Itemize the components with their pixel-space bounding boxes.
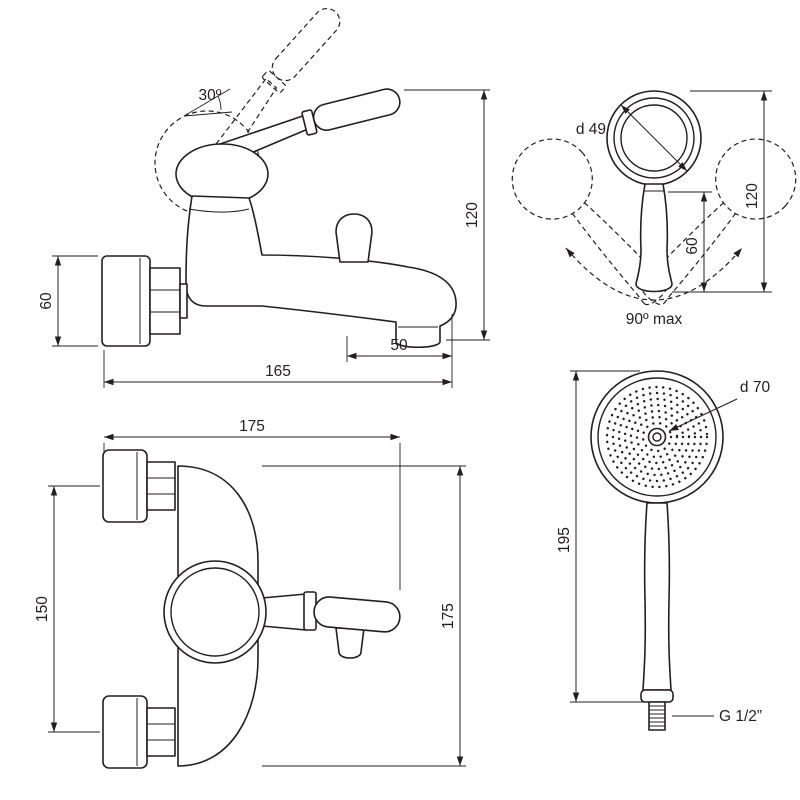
dim-handle-60: 60 bbox=[668, 191, 772, 293]
dim-flange-60: 60 bbox=[38, 255, 98, 347]
inlet-connector bbox=[179, 283, 188, 319]
shower-handle-front bbox=[642, 502, 672, 691]
wall-flange-bottom bbox=[102, 695, 148, 769]
swivel-arc-dashed bbox=[565, 247, 743, 301]
dim-label-overall-height: 175 bbox=[440, 603, 457, 629]
hex-nut-bottom bbox=[146, 707, 176, 757]
spray-hub bbox=[647, 427, 667, 447]
dim-label-thread: G 1/2” bbox=[719, 708, 762, 725]
handshower-face-view: d 70 195 G 1/2” bbox=[556, 370, 771, 731]
hex-nut-top bbox=[146, 461, 176, 511]
dim-label-handle-length: 60 bbox=[684, 237, 701, 255]
dim-label-head-diameter: d 49 bbox=[576, 121, 606, 138]
lever-boss-front bbox=[163, 560, 267, 664]
diverter-knob bbox=[335, 213, 373, 263]
lever-grip-front bbox=[313, 596, 401, 633]
dim-label-spout-outlet: 50 bbox=[390, 337, 408, 354]
dim-label-lever-angle: 30º bbox=[199, 87, 222, 104]
dim-label-overall-length: 120 bbox=[744, 183, 761, 209]
dim-label-overall-length: 195 bbox=[556, 527, 573, 553]
mixer-body-spout bbox=[185, 195, 457, 349]
handshower-handle bbox=[635, 183, 673, 293]
dim-label-overall-depth: 165 bbox=[265, 363, 291, 380]
dim-centres-150: 150 bbox=[34, 485, 100, 733]
dim-label-height: 120 bbox=[464, 202, 481, 228]
thread-connector bbox=[648, 701, 666, 731]
dim-length-120: 120 bbox=[690, 90, 772, 292]
dim-depth-165: 165 bbox=[103, 314, 453, 388]
body-seam bbox=[188, 208, 250, 213]
dim-label-swivel-range: 90º max bbox=[626, 311, 683, 328]
spout-front bbox=[335, 627, 365, 659]
wall-flange-top bbox=[102, 449, 148, 523]
spray-nozzle-pattern bbox=[605, 385, 709, 489]
dim-lever-angle: 30º bbox=[183, 87, 233, 117]
handshower-swivel-view: d 49 60 120 90º max bbox=[511, 90, 797, 328]
dim-label-wall-flange: 60 bbox=[38, 292, 55, 310]
dim-thread: G 1/2” bbox=[672, 708, 762, 725]
dim-head-diameter-70: d 70 bbox=[668, 379, 771, 432]
dim-head-diameter-49: d 49 bbox=[576, 104, 688, 172]
dim-label-mount-centres: 150 bbox=[34, 596, 51, 622]
hex-nut-side bbox=[149, 267, 181, 335]
dim-width-175: 175 bbox=[103, 418, 401, 590]
dim-label-head-diameter: d 70 bbox=[740, 379, 771, 396]
cartridge-dome bbox=[175, 143, 269, 205]
dim-spout-50: 50 bbox=[346, 336, 452, 362]
lever-arm-front bbox=[261, 593, 307, 631]
dim-length-195: 195 bbox=[556, 370, 645, 703]
wall-flange-side bbox=[101, 255, 151, 347]
mixer-side-view: 30º 120 60 50 165 bbox=[38, 7, 490, 388]
dim-height-175: 175 bbox=[262, 465, 466, 767]
mixer-front-view: 175 150 175 bbox=[34, 418, 466, 769]
handle-end-cap bbox=[640, 689, 674, 703]
dim-height-120: 120 bbox=[404, 89, 490, 341]
dim-label-overall-width: 175 bbox=[239, 418, 265, 435]
